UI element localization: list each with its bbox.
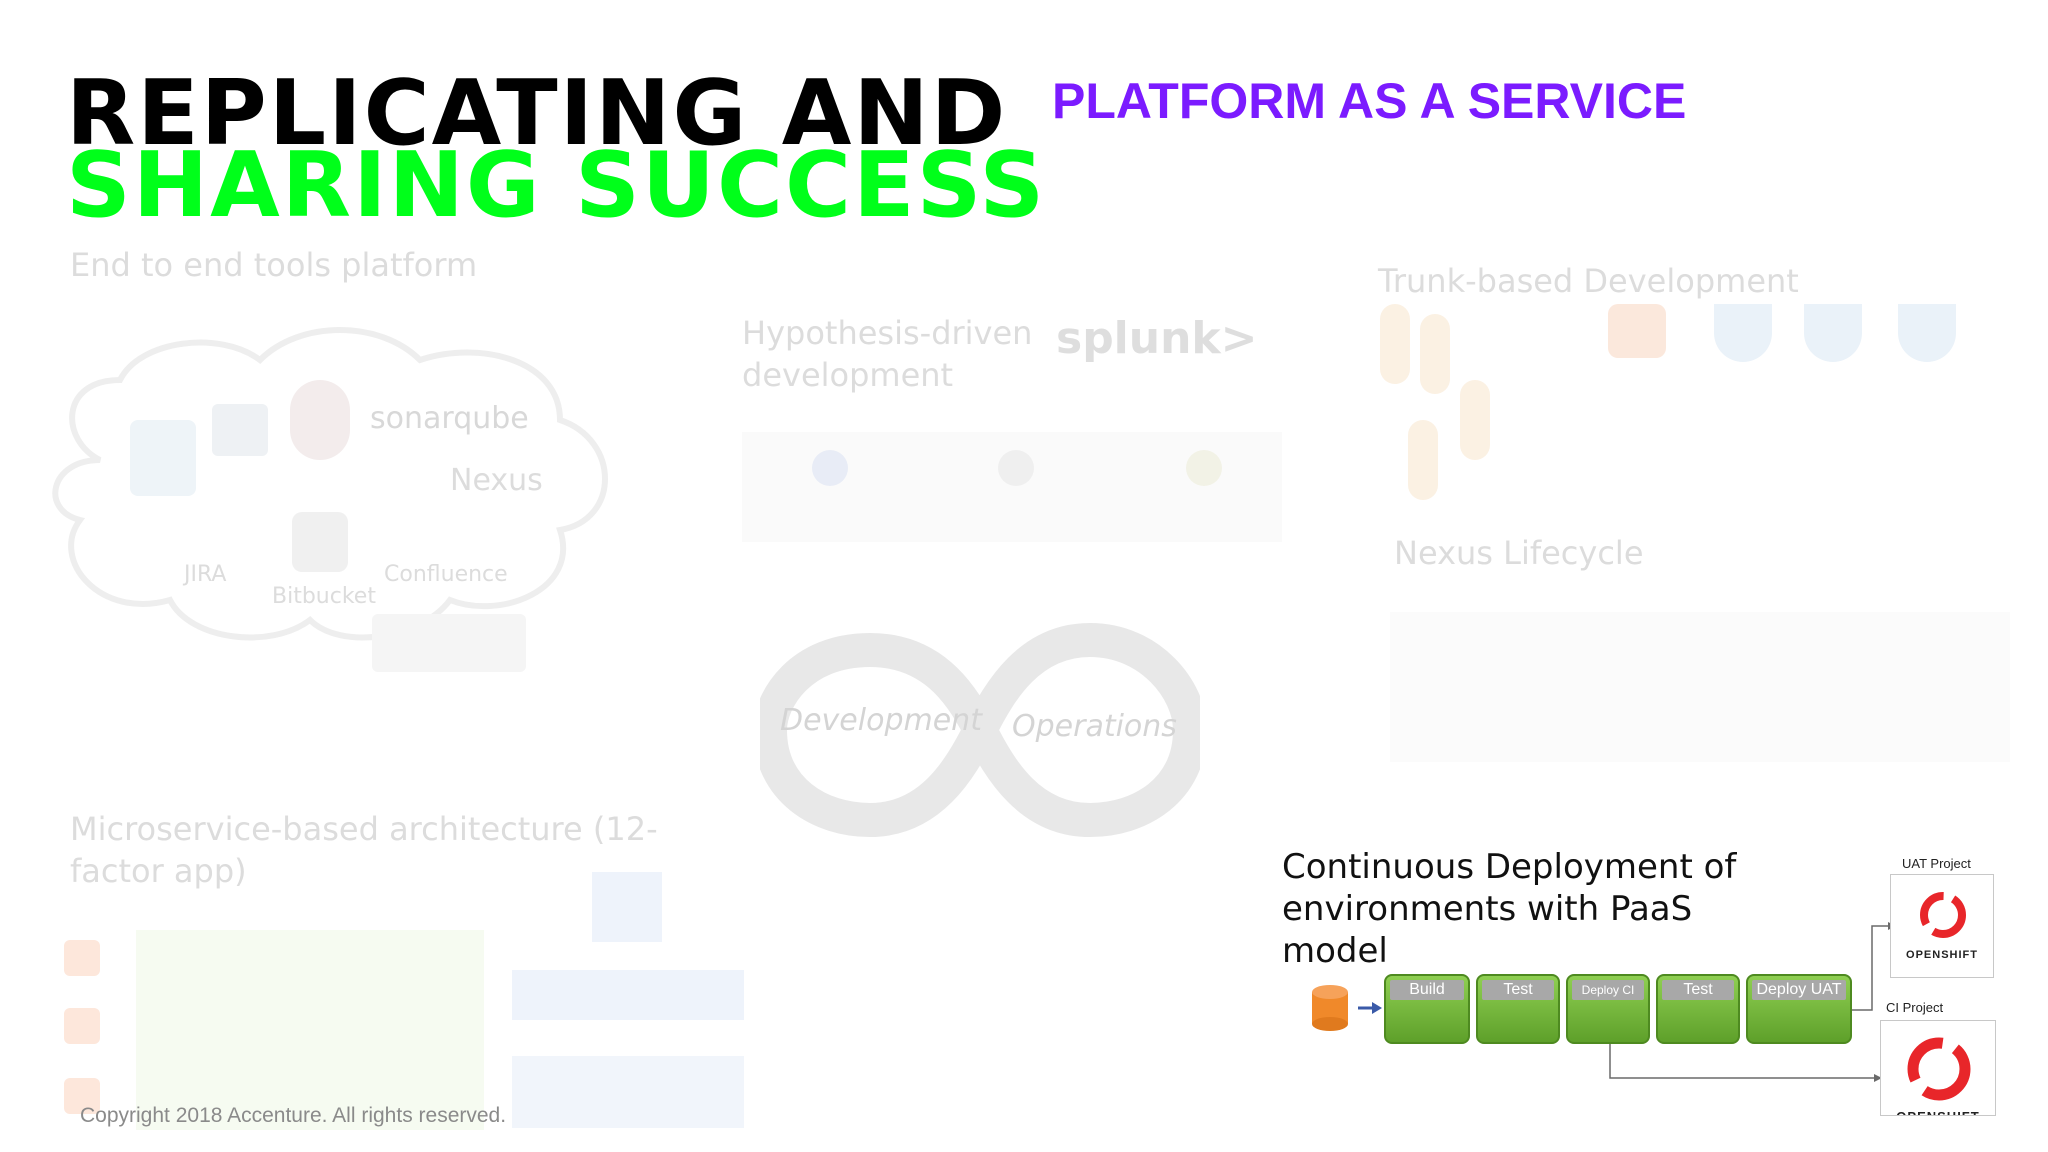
deployment-connectors [1609, 922, 1896, 1082]
microservice-heading: Microservice-based architecture (12-fact… [70, 810, 658, 890]
database-icon [1312, 985, 1348, 1031]
stage-label: Deploy UAT [1752, 980, 1846, 1000]
trunk-node-3 [1898, 304, 1956, 362]
dashboard-pie-2 [998, 450, 1034, 486]
confluence-logo: Confluence [384, 562, 508, 587]
copyright: Copyright 2018 Accenture. All rights res… [80, 1104, 507, 1127]
cd-heading: Continuous Deployment of environments wi… [1282, 847, 1737, 971]
title-line-2: SHARING SUCCESS [66, 133, 1047, 238]
nexus-lifecycle-heading: Nexus Lifecycle [1394, 534, 1644, 572]
trunk-node-2 [1804, 304, 1862, 362]
openshift-label: OPENSHIFT [1881, 1109, 1995, 1115]
gateway-box [592, 872, 662, 942]
stage-build: Build [1384, 974, 1470, 1044]
selenium-icon [212, 404, 268, 456]
bitbucket-logo: Bitbucket [272, 584, 376, 609]
nexus-lifecycle-screenshot [1390, 612, 2010, 762]
trunk-node-1 [1714, 304, 1772, 362]
person-icon [1420, 314, 1450, 394]
person-icon [1460, 380, 1490, 460]
hypothesis-dashboard [742, 432, 1282, 542]
stage-label: Test [1482, 980, 1554, 1000]
stage-test: Test [1476, 974, 1560, 1044]
uat-openshift-tile: OPENSHIFT [1890, 874, 1994, 978]
uat-project-label: UAT Project [1902, 856, 1971, 871]
sonarqube-logo: sonarqube [370, 401, 529, 436]
microservice-grid [136, 930, 484, 1130]
tools-platform-heading: End to end tools platform [70, 246, 478, 284]
development-label: Development [780, 703, 982, 738]
stage-label: Build [1390, 980, 1464, 1000]
jira-logo: JIRA [184, 562, 227, 587]
splunk-logo: splunk> [1056, 313, 1258, 364]
openshift-icon [1920, 892, 1966, 938]
platform-badge [372, 614, 526, 672]
devops-infinity-graphic [760, 622, 1200, 838]
trunk-heading: Trunk-based Development [1378, 262, 1799, 300]
openshift-label: OPENSHIFT [1906, 949, 1978, 961]
jenkins-icon [290, 380, 350, 460]
operations-label: Operations [1012, 709, 1177, 744]
ci-project-label: CI Project [1886, 1000, 1944, 1015]
trunk-node-orange [1608, 304, 1666, 358]
bus-box [512, 970, 744, 1020]
nexus-logo: Nexus [450, 463, 543, 498]
tools-cloud-graphic [52, 327, 608, 641]
stage-deploy-ci: Deploy CI [1566, 974, 1650, 1044]
bitbucket-icon [292, 512, 348, 572]
stage-label: Test [1662, 980, 1734, 1000]
service-node [64, 940, 100, 976]
hypothesis-heading: Hypothesis-driven development [742, 314, 1033, 394]
subtitle: PLATFORM AS A SERVICE [1052, 73, 1687, 129]
datastore-boxes [512, 1056, 744, 1128]
dashboard-pie-3 [1186, 450, 1222, 486]
service-node [64, 1078, 100, 1114]
docker-icon [130, 420, 196, 496]
arrow-right-icon [1358, 1002, 1382, 1014]
title-line-1: REPLICATING AND [66, 61, 1008, 166]
service-node [64, 1008, 100, 1044]
person-icon [1408, 420, 1438, 500]
stage-label: Deploy CI [1572, 980, 1644, 1000]
stage-deploy-uat: Deploy UAT [1746, 974, 1852, 1044]
person-icon [1380, 304, 1410, 384]
ci-openshift-tile: OPENSHIFT [1880, 1020, 1996, 1116]
stage-test: Test [1656, 974, 1740, 1044]
openshift-icon [1907, 1037, 1971, 1101]
dashboard-pie-1 [812, 450, 848, 486]
